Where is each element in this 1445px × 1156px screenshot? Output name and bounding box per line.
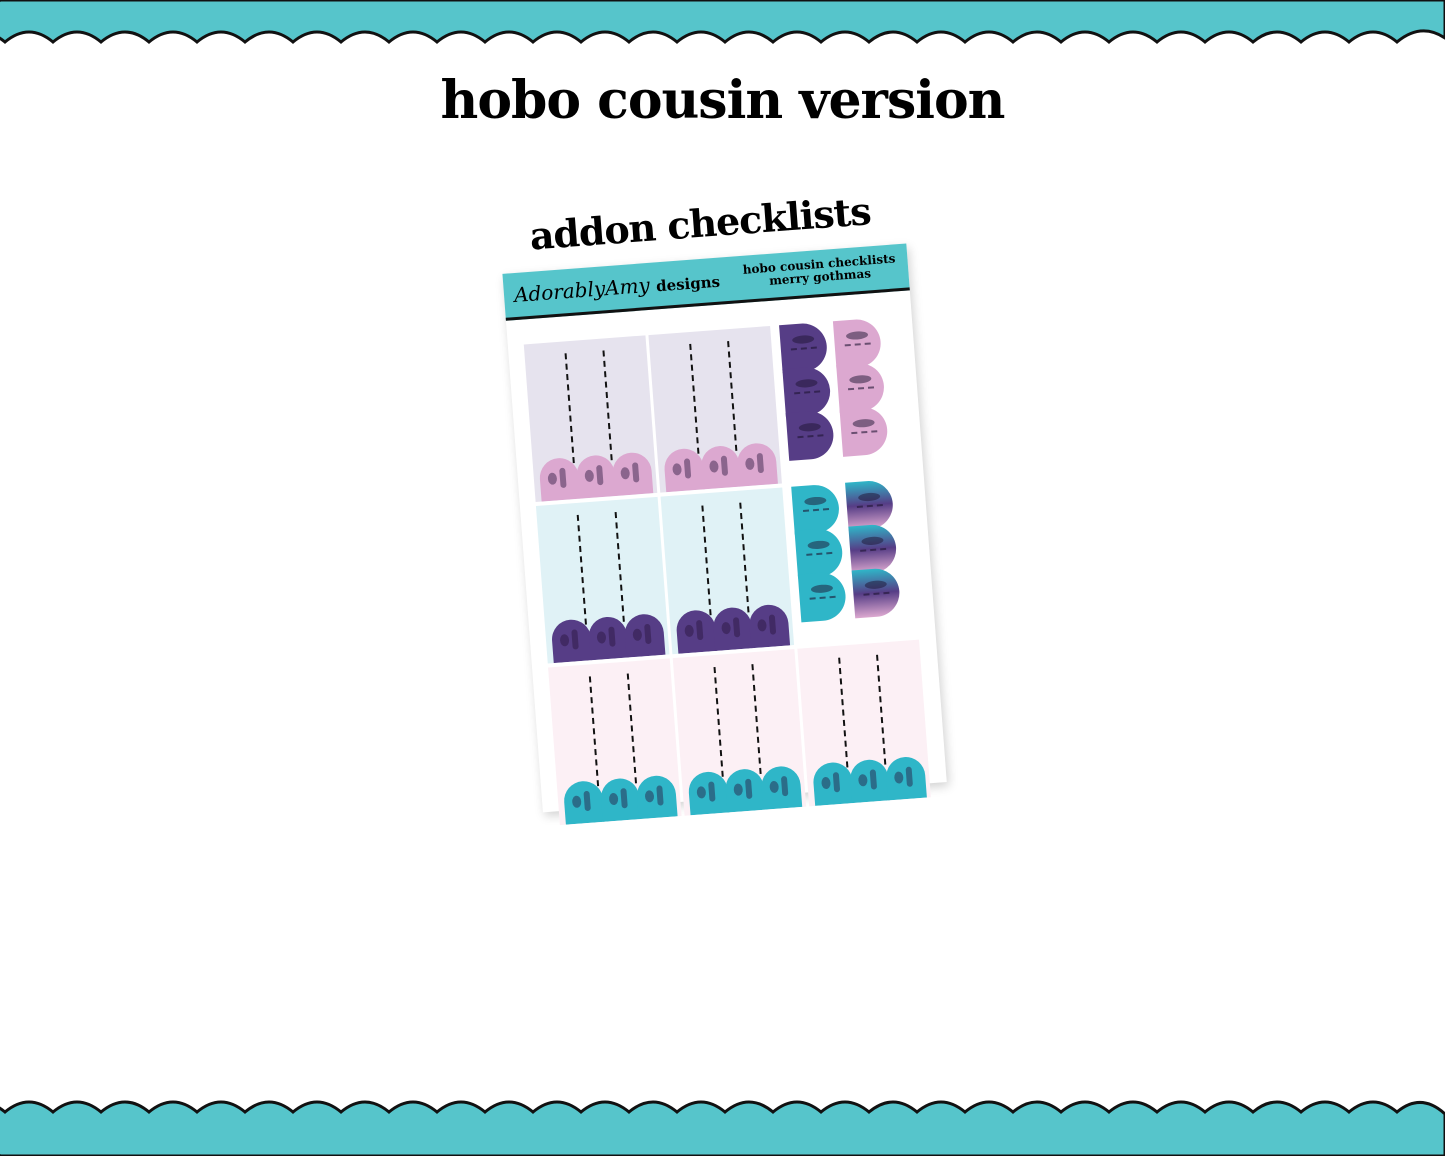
jack-face-icon bbox=[836, 361, 886, 413]
skull-faces bbox=[812, 755, 927, 806]
scallop-shape bbox=[0, 0, 1445, 44]
brand-logo: AdorablyAmy designs bbox=[513, 268, 721, 307]
jack-face-icon bbox=[736, 441, 778, 487]
dashed-line bbox=[588, 676, 600, 787]
checklist-sticker bbox=[672, 649, 807, 816]
dashed-line bbox=[576, 514, 587, 625]
jack-face-icon bbox=[675, 608, 717, 654]
skull-faces bbox=[687, 765, 803, 816]
jack-face-icon bbox=[848, 758, 891, 804]
jack-face-icon bbox=[748, 603, 791, 649]
tab-sticker bbox=[791, 483, 848, 623]
jack-face-icon bbox=[623, 612, 666, 658]
jack-face-icon bbox=[663, 447, 705, 493]
jack-face-icon bbox=[782, 365, 832, 418]
jack-face-icon bbox=[791, 483, 841, 535]
product-label: addon checklists bbox=[527, 188, 872, 259]
jack-face-icon bbox=[699, 444, 742, 490]
dashed-line bbox=[727, 341, 738, 451]
jack-face-icon bbox=[797, 571, 848, 623]
scalloped-bottom-border bbox=[0, 1100, 1445, 1156]
checklist-sticker bbox=[660, 487, 795, 655]
checklist-sticker bbox=[535, 496, 670, 664]
jack-face-icon bbox=[845, 479, 895, 531]
jack-face-icon bbox=[760, 765, 803, 810]
checklist-sticker bbox=[797, 639, 931, 807]
jack-face-icon bbox=[635, 774, 678, 820]
skull-faces bbox=[538, 451, 654, 502]
dashed-line bbox=[564, 353, 575, 464]
dashed-line bbox=[602, 350, 613, 461]
checklist-sticker bbox=[648, 325, 782, 493]
dashed-line bbox=[751, 664, 762, 774]
dashed-line bbox=[701, 505, 712, 616]
jack-face-icon bbox=[839, 405, 889, 457]
jack-face-icon bbox=[550, 618, 593, 664]
jack-face-icon bbox=[611, 451, 654, 497]
skull-faces bbox=[663, 441, 778, 493]
tab-sticker bbox=[832, 317, 889, 457]
product-preview: addon checklists AdorablyAmy designs hob… bbox=[498, 186, 947, 826]
tab-sticker bbox=[845, 479, 902, 619]
jack-face-icon bbox=[587, 615, 629, 661]
brand-suffix: designs bbox=[655, 272, 721, 296]
jack-face-icon bbox=[848, 523, 898, 575]
tab-sticker bbox=[779, 321, 836, 461]
sheet-info: hobo cousin checklists merry gothmas bbox=[742, 251, 897, 289]
checklist-sticker bbox=[523, 335, 658, 503]
jack-face-icon bbox=[687, 770, 730, 816]
skull-faces bbox=[675, 603, 791, 654]
checklist-sticker bbox=[548, 658, 682, 826]
dashed-line bbox=[876, 654, 887, 765]
jack-face-icon bbox=[723, 767, 766, 813]
jack-face-icon bbox=[779, 321, 829, 374]
dashed-line bbox=[838, 657, 849, 768]
jack-face-icon bbox=[885, 755, 927, 801]
dashed-line bbox=[626, 673, 637, 784]
jack-face-icon bbox=[599, 777, 642, 822]
jack-face-icon bbox=[832, 317, 883, 370]
scalloped-top-border bbox=[0, 0, 1445, 44]
brand-name: AdorablyAmy bbox=[513, 272, 651, 308]
dashed-line bbox=[713, 666, 724, 777]
page-title: hobo cousin version bbox=[440, 70, 1006, 131]
jack-face-icon bbox=[575, 454, 617, 499]
dashed-line bbox=[689, 343, 700, 454]
jack-face-icon bbox=[711, 606, 754, 651]
skull-faces bbox=[550, 612, 666, 664]
jack-face-icon bbox=[785, 409, 836, 461]
scallop-shape bbox=[0, 1100, 1445, 1156]
jack-face-icon bbox=[851, 567, 902, 619]
jack-face-icon bbox=[794, 527, 844, 579]
jack-face-icon bbox=[812, 761, 854, 806]
jack-face-icon bbox=[562, 779, 605, 825]
skull-faces bbox=[562, 774, 678, 825]
sticker-sheet: AdorablyAmy designs hobo cousin checklis… bbox=[502, 243, 947, 826]
jack-face-icon bbox=[538, 456, 581, 502]
dashed-line bbox=[614, 511, 625, 622]
dashed-line bbox=[739, 502, 750, 613]
